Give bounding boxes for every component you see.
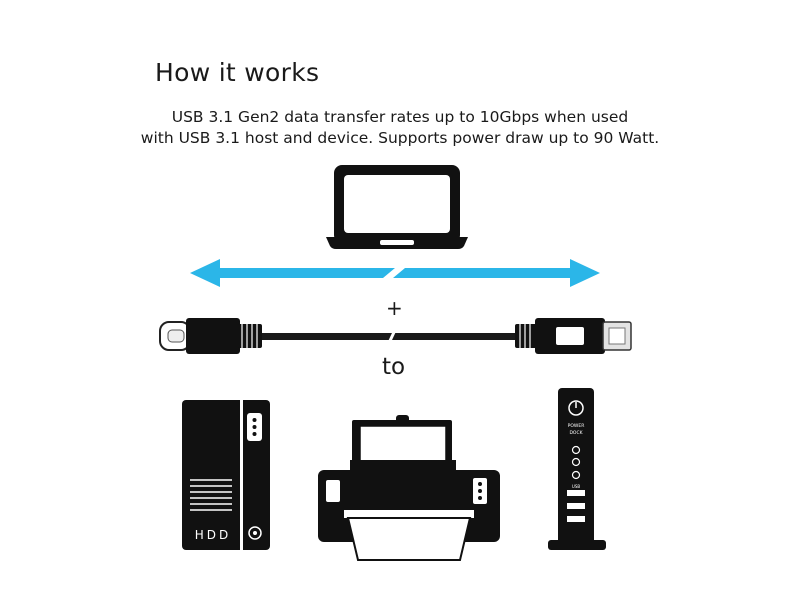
- hdd-label: HDD: [195, 528, 232, 542]
- bidirectional-arrow-icon: [190, 259, 600, 287]
- printer-icon: [318, 415, 500, 561]
- docking-station-icon: [548, 388, 606, 550]
- laptop-icon: [326, 165, 468, 249]
- dock-label-top: POWER: [568, 423, 585, 429]
- dock-label-sub: DOCK: [569, 430, 583, 436]
- plus-sign: +: [386, 296, 403, 320]
- usb-c-to-usb-b-cable-icon: [159, 318, 632, 354]
- page-title: How it works: [155, 58, 320, 87]
- description-line-2: with USB 3.1 host and device. Supports p…: [140, 129, 660, 147]
- to-label: to: [382, 354, 406, 380]
- hdd-enclosure-icon: [182, 400, 270, 550]
- description-line-1: USB 3.1 Gen2 data transfer rates up to 1…: [171, 108, 629, 126]
- dock-usb-label: USB: [572, 484, 580, 489]
